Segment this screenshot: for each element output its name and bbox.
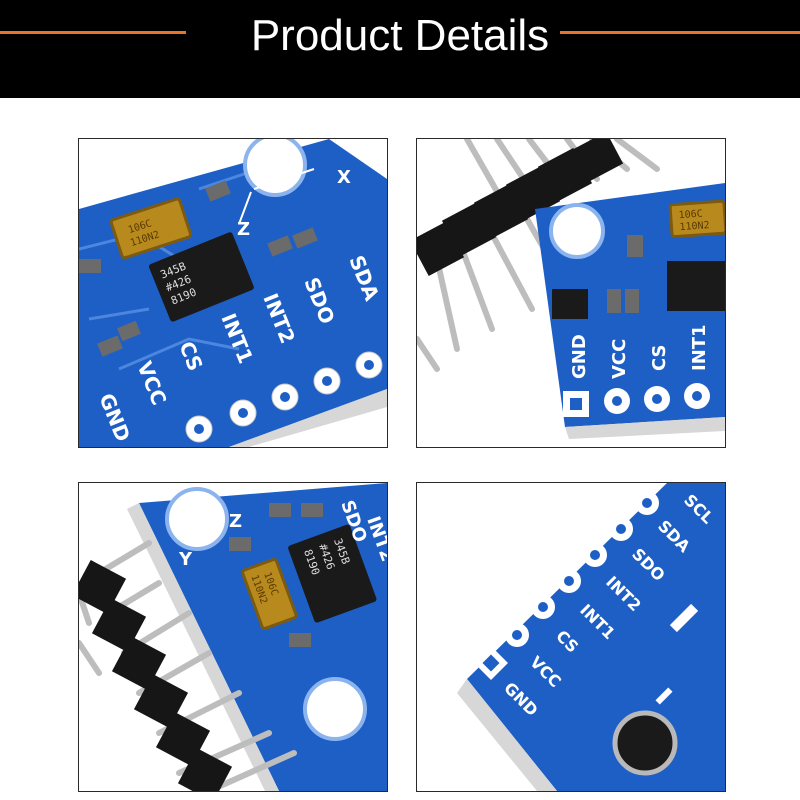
label-x: X: [337, 167, 351, 188]
page-title: Product Details: [250, 11, 550, 60]
label-int1: INT1: [689, 324, 710, 371]
tantalum-marking-2: 110N2: [679, 220, 710, 233]
product-photo-top-left: 106C 110N2 345B #426 8190 Y X Z SDA SDO: [78, 138, 388, 448]
label-y: Y: [210, 147, 225, 168]
pcb-back-pin-row: GND VCC CS INT1 INT2 SDO SDA SCL: [417, 483, 725, 791]
pcb-side-with-pins: 106C 110N2 345B #426 8190 Y Z SDO INT2: [79, 483, 387, 791]
product-photo-top-right: 106C 110N2 GND VCC CS INT1: [416, 138, 726, 448]
pcb-closeup-front: 106C 110N2 345B #426 8190 Y X Z SDA SDO: [79, 139, 387, 447]
pcb-with-header-pins: 106C 110N2 GND VCC CS INT1: [417, 139, 725, 447]
label-y: Y: [178, 549, 193, 570]
product-photo-bottom-left: 106C 110N2 345B #426 8190 Y Z SDO INT2: [78, 482, 388, 792]
accent-line-right: [560, 31, 800, 34]
label-z: Z: [237, 219, 250, 240]
tantalum-marking-1: 106C: [678, 209, 703, 222]
label-cs: CS: [649, 344, 670, 371]
label-vcc: VCC: [609, 339, 630, 379]
accent-line-left: [0, 31, 186, 34]
label-z: Z: [229, 511, 242, 532]
label-gnd: GND: [569, 334, 590, 379]
header-banner: Product Details: [0, 0, 800, 98]
product-photo-bottom-right: GND VCC CS INT1 INT2 SDO SDA SCL: [416, 482, 726, 792]
